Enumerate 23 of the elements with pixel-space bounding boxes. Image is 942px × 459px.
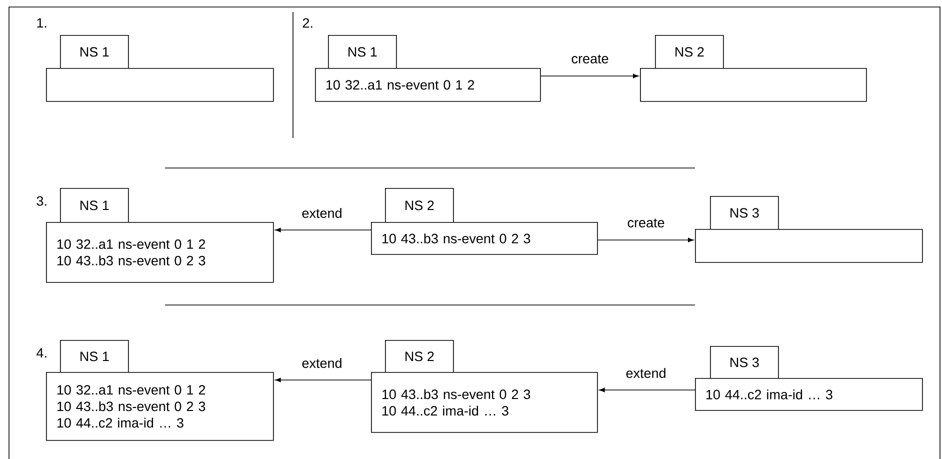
step-number: 2.	[302, 18, 312, 28]
step-number: 1.	[37, 18, 46, 28]
edge-label: extend	[300, 207, 344, 219]
tab-label: NS 1	[60, 35, 129, 69]
edge-label: create	[626, 218, 666, 228]
tab-label: NS 2	[385, 340, 454, 373]
arrow	[540, 74, 639, 78]
edge-label: extend	[624, 367, 668, 379]
step-number: 4.	[36, 348, 46, 358]
tab-label: NS 1	[60, 340, 129, 373]
arrow	[275, 378, 372, 382]
tab-label: NS 2	[385, 188, 454, 223]
arrow	[275, 228, 372, 232]
edge-label: create	[570, 54, 610, 64]
tab-label: NS 1	[328, 35, 397, 69]
tab-label: NS 2	[655, 35, 724, 69]
step-number: 3.	[36, 196, 46, 206]
arrow	[597, 238, 694, 242]
tab-label: NS 3	[710, 346, 779, 379]
edge-label: extend	[300, 357, 344, 369]
tab-label: NS 3	[710, 196, 779, 230]
tab-label: NS 1	[60, 188, 129, 223]
arrow	[599, 388, 696, 392]
